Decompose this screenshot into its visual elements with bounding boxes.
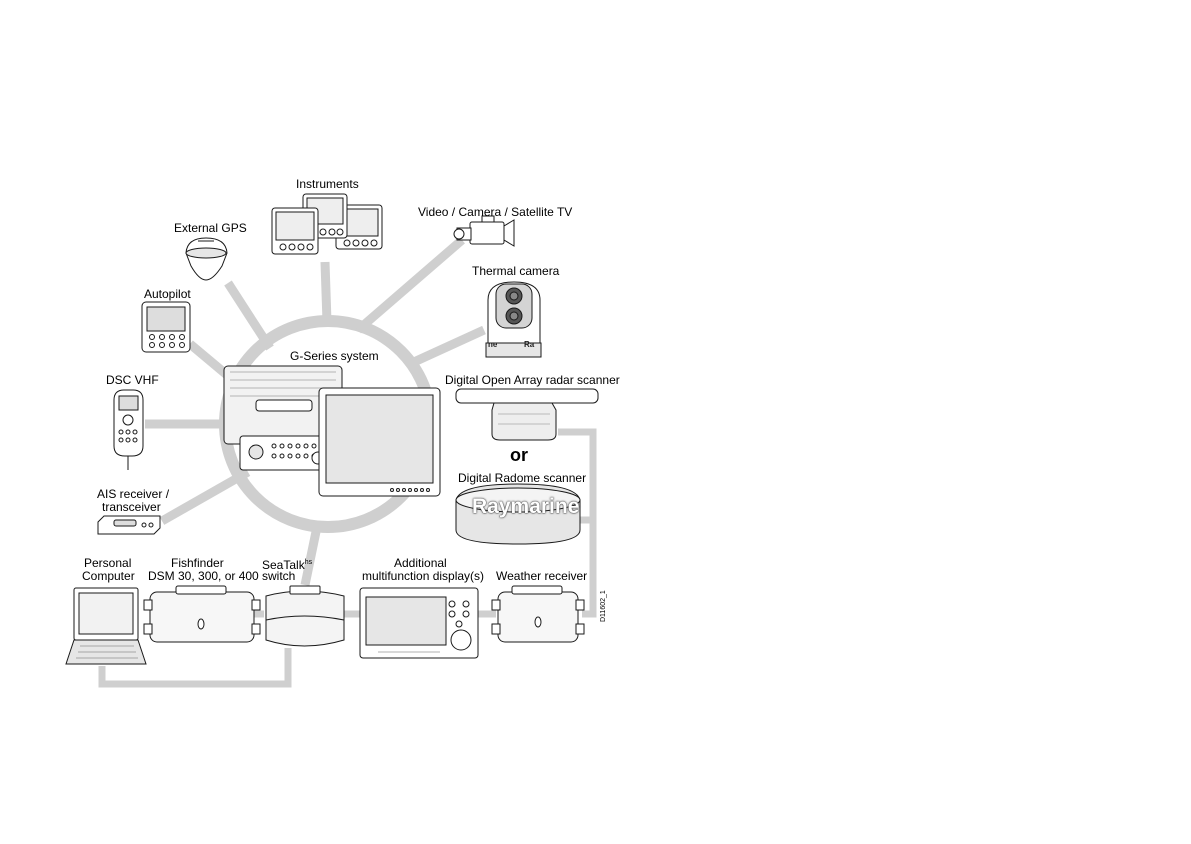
- label-ais-line1: AIS receiver /: [97, 487, 170, 501]
- link-autopilot: [187, 340, 230, 379]
- label-dsc-vhf: DSC VHF: [106, 373, 159, 387]
- link-pc: [98, 648, 292, 688]
- label-ais-line2: transceiver: [102, 500, 161, 514]
- label-g-series: G-Series system: [290, 349, 379, 363]
- label-instruments: Instruments: [296, 177, 359, 191]
- thermal-partial-left: ne: [488, 340, 498, 349]
- instruments-device: [271, 193, 383, 255]
- video-camera-icon: [453, 215, 515, 247]
- seatalk-superscript: hs: [304, 559, 313, 566]
- open-array-radar-icon: [455, 388, 599, 441]
- link-gps: [224, 280, 274, 351]
- label-seatalk-line1: SeaTalkhs: [262, 556, 312, 572]
- radome-brand-logo: Raymarine: [472, 495, 580, 518]
- autopilot-icon: [141, 301, 191, 353]
- label-fishfinder-line2: DSM 30, 300, or 400: [148, 569, 259, 583]
- radome-scanner-icon: [455, 483, 581, 545]
- additional-mfd-icon: [359, 587, 479, 659]
- label-video: Video / Camera / Satellite TV: [418, 205, 573, 219]
- g-series-hub: [223, 365, 441, 497]
- label-pc-line1: Personal: [84, 556, 132, 570]
- link-seatalk: [300, 521, 323, 586]
- link-instruments: [320, 261, 332, 323]
- ais-transceiver-icon: [97, 515, 161, 535]
- label-fishfinder-line1: Fishfinder: [171, 556, 224, 570]
- seatalk-name: SeaTalk: [262, 558, 305, 572]
- label-mfd-line1: Additional: [394, 556, 447, 570]
- connector-lines: [98, 236, 597, 688]
- label-pc-line2: Computer: [82, 569, 135, 583]
- label-open-array-radar: Digital Open Array radar scanner: [445, 373, 620, 387]
- label-weather-receiver: Weather receiver: [496, 569, 588, 583]
- gps-antenna-icon: [185, 237, 228, 281]
- thermal-camera-icon: [485, 281, 542, 358]
- fishfinder-module-icon: [143, 585, 261, 643]
- link-video: [355, 236, 465, 334]
- link-ais: [159, 468, 251, 525]
- thermal-partial-right: Ra: [524, 340, 535, 349]
- label-seatalk-line2: switch: [262, 569, 296, 583]
- label-mfd-line2: multifunction display(s): [362, 569, 485, 583]
- link-thermal: [412, 325, 486, 367]
- diagram-id: D11602_1: [600, 590, 607, 622]
- seatalk-switch-icon: [265, 585, 345, 647]
- label-or: or: [510, 445, 528, 465]
- weather-receiver-icon: [491, 585, 585, 643]
- label-external-gps: External GPS: [174, 221, 247, 235]
- laptop-icon: [65, 587, 147, 665]
- dsc-vhf-handset-icon: [113, 389, 144, 470]
- label-autopilot: Autopilot: [144, 287, 191, 301]
- label-thermal-camera: Thermal camera: [472, 264, 560, 278]
- label-radome: Digital Radome scanner: [458, 471, 587, 485]
